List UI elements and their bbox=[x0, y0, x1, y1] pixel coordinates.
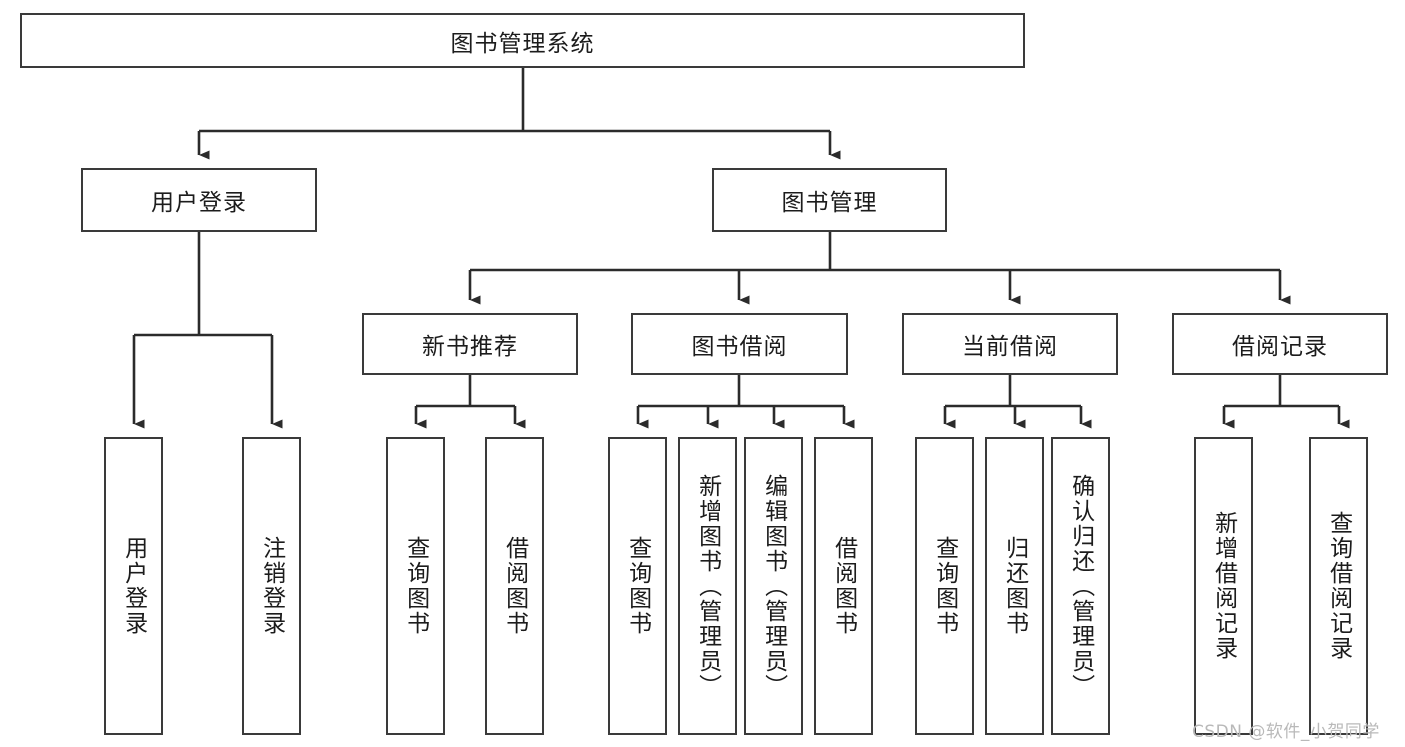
node-leaf-add-book-label: 新增图书（管理员） bbox=[694, 473, 721, 699]
node-leaf-borrow-book[interactable]: 借阅图书 bbox=[814, 437, 873, 735]
node-current-borrow[interactable]: 当前借阅 bbox=[902, 313, 1118, 375]
node-leaf-confirm-return[interactable]: 确认归还（管理员） bbox=[1051, 437, 1110, 735]
node-leaf-query-book-cur-label: 查询图书 bbox=[931, 536, 958, 636]
node-current-borrow-label: 当前借阅 bbox=[962, 334, 1058, 360]
node-borrow-record-label: 借阅记录 bbox=[1232, 334, 1328, 360]
node-book-manage[interactable]: 图书管理 bbox=[712, 168, 947, 232]
node-root-label: 图书管理系统 bbox=[450, 30, 595, 57]
node-leaf-borrow-book-rec[interactable]: 借阅图书 bbox=[485, 437, 544, 735]
node-new-book-recommend[interactable]: 新书推荐 bbox=[362, 313, 578, 375]
node-leaf-query-record-label: 查询借阅记录 bbox=[1325, 511, 1352, 661]
node-book-borrow-label: 图书借阅 bbox=[691, 334, 788, 360]
node-leaf-query-book-borrow[interactable]: 查询图书 bbox=[608, 437, 667, 735]
node-leaf-return-book-label: 归还图书 bbox=[1001, 536, 1028, 636]
node-book-borrow[interactable]: 图书借阅 bbox=[631, 313, 848, 375]
node-borrow-record[interactable]: 借阅记录 bbox=[1172, 313, 1388, 375]
csdn-watermark: CSDN @软件_小贺同学 bbox=[1192, 722, 1380, 742]
node-leaf-edit-book-label: 编辑图书（管理员） bbox=[760, 473, 787, 699]
node-new-book-recommend-label: 新书推荐 bbox=[422, 334, 518, 360]
node-leaf-borrow-book-rec-label: 借阅图书 bbox=[501, 536, 528, 636]
node-leaf-confirm-return-label: 确认归还（管理员） bbox=[1067, 473, 1094, 699]
node-user-login[interactable]: 用户登录 bbox=[81, 168, 317, 232]
node-leaf-borrow-book-label: 借阅图书 bbox=[830, 536, 857, 636]
node-book-manage-label: 图书管理 bbox=[781, 190, 878, 216]
node-leaf-add-record[interactable]: 新增借阅记录 bbox=[1194, 437, 1253, 735]
node-leaf-add-record-label: 新增借阅记录 bbox=[1210, 511, 1237, 661]
node-leaf-query-book-borrow-label: 查询图书 bbox=[624, 536, 651, 636]
node-leaf-query-record[interactable]: 查询借阅记录 bbox=[1309, 437, 1368, 735]
node-leaf-logout[interactable]: 注销登录 bbox=[242, 437, 301, 735]
node-user-login-label: 用户登录 bbox=[151, 190, 247, 216]
node-leaf-return-book[interactable]: 归还图书 bbox=[985, 437, 1044, 735]
node-leaf-query-book-rec-label: 查询图书 bbox=[402, 536, 429, 636]
node-root[interactable]: 图书管理系统 bbox=[20, 13, 1025, 68]
node-leaf-query-book-rec[interactable]: 查询图书 bbox=[386, 437, 445, 735]
node-leaf-user-login-label: 用户登录 bbox=[120, 536, 147, 636]
node-leaf-add-book[interactable]: 新增图书（管理员） bbox=[678, 437, 737, 735]
node-leaf-logout-label: 注销登录 bbox=[258, 536, 285, 636]
node-leaf-user-login[interactable]: 用户登录 bbox=[104, 437, 163, 735]
node-leaf-query-book-cur[interactable]: 查询图书 bbox=[915, 437, 974, 735]
node-leaf-edit-book[interactable]: 编辑图书（管理员） bbox=[744, 437, 803, 735]
